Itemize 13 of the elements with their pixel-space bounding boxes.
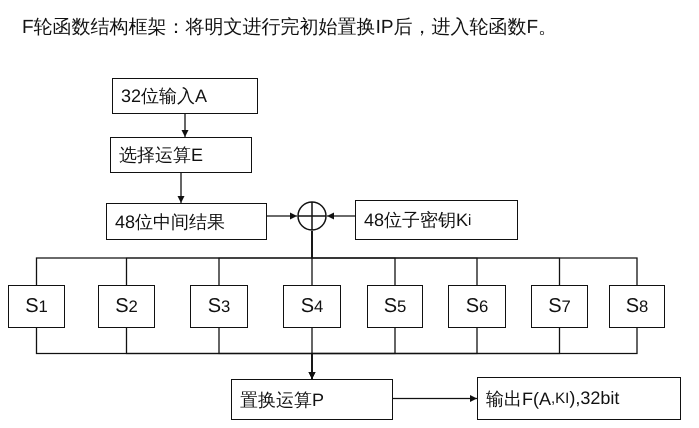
arrow bbox=[267, 212, 297, 220]
title: F轮函数结构框架：将明文进行完初始置换IP后，进入轮函数F。 bbox=[22, 16, 558, 40]
arrow bbox=[178, 173, 184, 203]
connector-line bbox=[311, 231, 638, 285]
arrow bbox=[327, 212, 355, 220]
process-box: 置换运算P bbox=[231, 379, 393, 420]
process-box: 48位中间结果 bbox=[106, 203, 267, 240]
process-box: 32位输入A bbox=[112, 78, 258, 114]
arrow bbox=[308, 328, 638, 379]
arrow bbox=[182, 114, 188, 137]
arrow bbox=[393, 395, 477, 402]
xor-circle bbox=[297, 201, 327, 231]
process-box: 选择运算E bbox=[110, 137, 252, 173]
